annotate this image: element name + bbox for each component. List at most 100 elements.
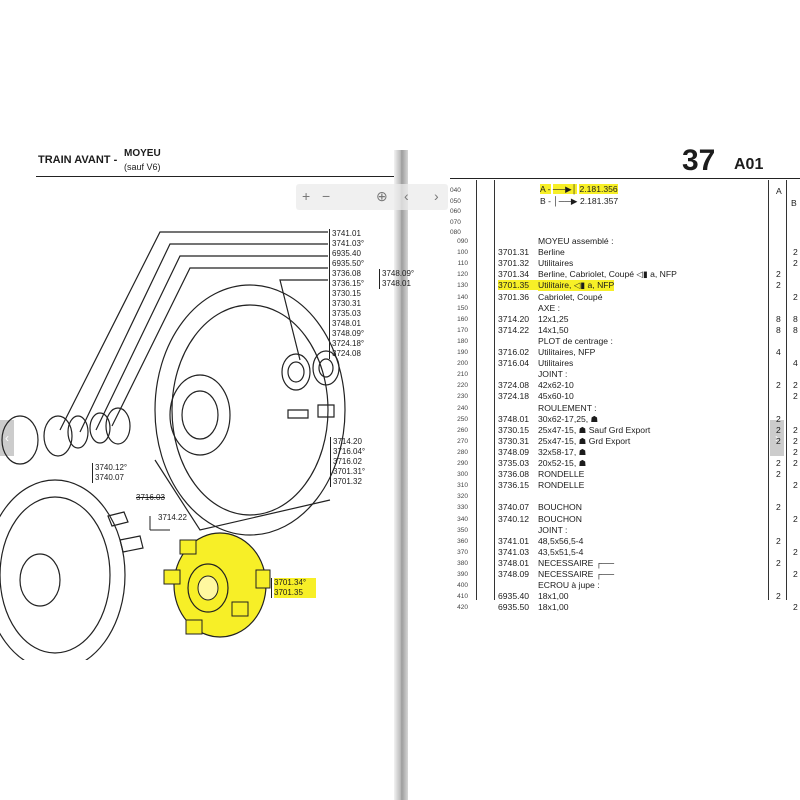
line-number: 240 — [457, 404, 468, 412]
part-description: 20x52-15, ☗ — [538, 458, 587, 468]
line-number: 320 — [457, 493, 468, 501]
line-number: 190 — [457, 349, 468, 356]
part-ref: 3701.32 — [498, 258, 530, 269]
variant-a-value: 2.181.356 — [579, 184, 618, 194]
zoom-out-button[interactable]: − — [322, 188, 331, 204]
qty-b: 2 — [793, 446, 798, 457]
diagram-label: 3748.01 — [332, 319, 361, 328]
part-ref: 3701.31 — [498, 247, 530, 258]
part-description: Cabriolet, Coupé — [538, 291, 603, 302]
header-rule-right — [450, 178, 800, 179]
line-number: 360 — [457, 537, 468, 545]
zoom-icon[interactable]: ⊕ — [376, 188, 388, 204]
part-description: Utilitaire, ◁▮ a, NFP — [538, 280, 615, 292]
part-description: 42x62-10 — [538, 380, 574, 391]
line-number: 050 — [450, 197, 461, 205]
line-number: 120 — [457, 271, 468, 279]
line-number: 390 — [457, 571, 468, 578]
line-number: 180 — [457, 337, 468, 345]
part-description: 45x60-10 — [538, 391, 574, 402]
qty-b: 8 — [793, 324, 798, 335]
qty-a: 2 — [776, 535, 781, 546]
line-number: 250 — [457, 415, 468, 423]
part-description: Berline, Cabriolet, Coupé ◁▮ a, NFP — [538, 269, 677, 280]
column-a-header: A — [776, 186, 782, 196]
page-subtitle-moyeu: MOYEU — [124, 148, 161, 159]
qty-a: 2 — [776, 424, 781, 435]
variant-b-value: 2.181.357 — [579, 196, 619, 206]
diagram-label: 3748.01 — [382, 279, 411, 288]
part-description: 32x58-17, ☗ — [538, 446, 587, 457]
line-number: 140 — [457, 293, 468, 301]
arrow-icon: ──▶│ — [552, 184, 578, 194]
prev-icon[interactable]: ‹ — [404, 188, 409, 204]
next-page-button[interactable]: › — [770, 420, 784, 456]
part-description: RONDELLE — [538, 469, 585, 480]
variant-b: B - │──▶ 2.181.357 — [540, 196, 618, 207]
line-number: 230 — [457, 393, 468, 401]
zoom-in-button[interactable]: + — [302, 188, 311, 204]
line-number: 330 — [457, 504, 468, 512]
line-number: 220 — [457, 382, 468, 390]
part-ref: 3724.08 — [498, 380, 530, 391]
part-ref: 3714.22 — [498, 324, 530, 335]
diagram-label-group-3: 3740.12° 3740.07 — [92, 463, 145, 483]
part-description: 30x62-17,25, ☗ — [538, 413, 599, 424]
part-ref: 3741.01 — [498, 535, 530, 546]
qty-b: 2 — [793, 380, 798, 391]
line-number: 290 — [457, 460, 468, 467]
part-description: 25x47-15, ☗ Grd Export — [538, 435, 631, 446]
part-ref: 3701.34 — [498, 269, 530, 280]
part-ref: 3736.15 — [498, 480, 530, 491]
part-ref: 3740.07 — [498, 502, 530, 513]
part-ref: 3701.35 — [498, 280, 538, 291]
viewer-toolbar: + − ⊕ ‹ › — [296, 184, 448, 210]
qty-a: 2 — [776, 469, 781, 480]
qty-b: 2 — [793, 458, 798, 468]
table-row: 150 AXE : — [450, 303, 800, 314]
line-number: 170 — [457, 326, 468, 334]
header-rule — [36, 176, 394, 177]
diagram-label-group-2: 3714.20 3716.04° 3716.02 3701.31° 3701.3… — [330, 437, 381, 487]
part-description: JOINT : — [538, 524, 568, 535]
part-description: AXE : — [538, 302, 560, 313]
page-subtitle-scope: (sauf V6) — [124, 162, 161, 172]
diagram-label-hub: 3701.34° 3701.35 — [271, 578, 316, 598]
line-number: 260 — [457, 426, 468, 434]
diagram-label-group-1: 3741.01 3741.03° 6935.40 6935.50° 3736.0… — [329, 229, 380, 359]
diagram-label: 3716.02 — [333, 457, 362, 466]
qty-a: 8 — [776, 313, 781, 324]
variant-a-label: A - — [540, 184, 551, 194]
part-description: ROULEMENT : — [538, 402, 597, 413]
diagram-label: 6935.40 — [332, 249, 361, 258]
qty-a: 2 — [776, 502, 781, 513]
diagram-label: 3701.31° — [333, 467, 366, 476]
part-description: Utilitaires, NFP — [538, 347, 596, 357]
variant-b-label: B - — [540, 196, 551, 206]
line-number: 310 — [457, 482, 468, 490]
line-number: 370 — [457, 548, 468, 556]
next-icon[interactable]: › — [434, 188, 439, 204]
line-number: 100 — [457, 249, 468, 257]
part-ref: 3714.20 — [498, 313, 530, 324]
diagram-label: 3736.15° — [332, 279, 365, 288]
qty-b: 2 — [793, 569, 798, 579]
part-ref: 3740.12 — [498, 513, 530, 524]
qty-a: 8 — [776, 324, 781, 335]
diagram-label: 3748.09° — [382, 269, 415, 278]
line-number: 150 — [457, 304, 468, 312]
part-ref: 3748.09 — [498, 446, 530, 457]
part-description: 18x1,00 — [538, 602, 569, 613]
part-description: 43,5x51,5-4 — [538, 546, 584, 557]
part-ref: 3748.09 — [498, 569, 530, 579]
part-ref: 3730.15 — [498, 424, 530, 435]
part-description: ECROU à jupe : — [538, 580, 600, 591]
